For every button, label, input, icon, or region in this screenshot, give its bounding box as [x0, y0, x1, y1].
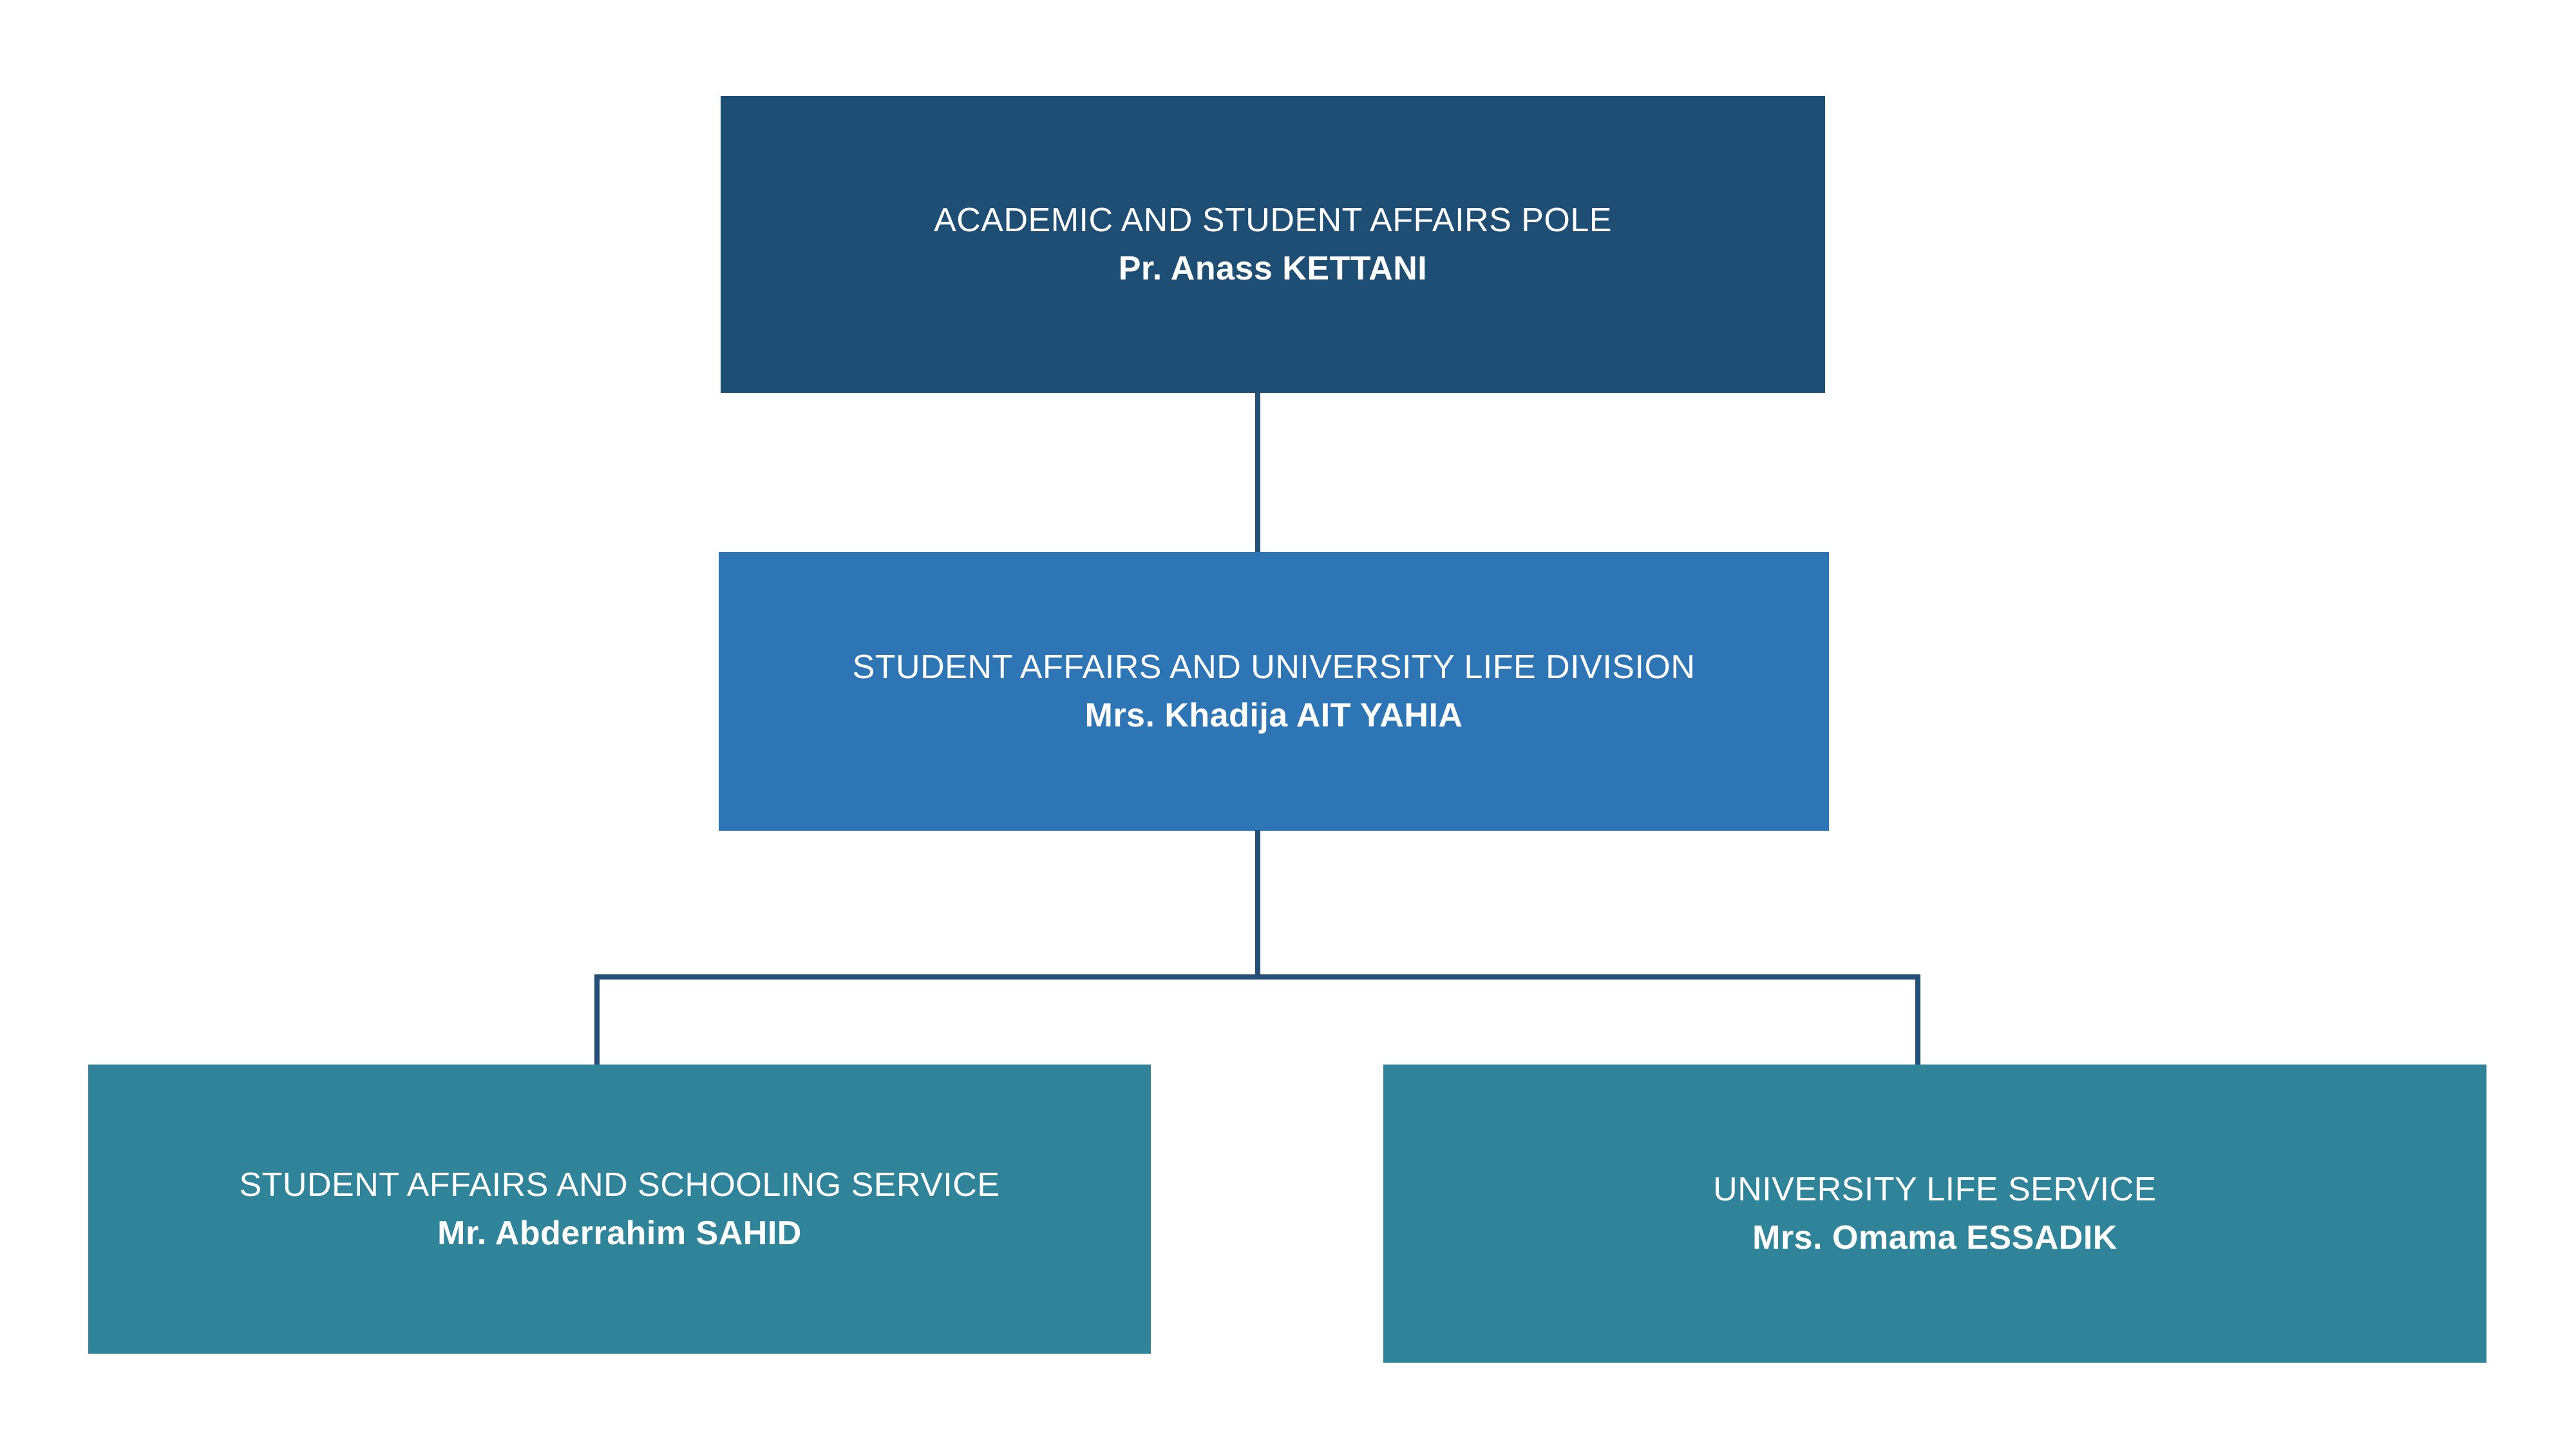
- connector-rail: [594, 974, 1920, 980]
- connector-rail-to-service-university-life: [1915, 974, 1920, 1065]
- org-node-division-title: STUDENT AFFAIRS AND UNIVERSITY LIFE DIVI…: [852, 648, 1696, 686]
- org-node-pole: ACADEMIC AND STUDENT AFFAIRS POLE Pr. An…: [721, 96, 1825, 393]
- org-node-service-schooling: STUDENT AFFAIRS AND SCHOOLING SERVICE Mr…: [88, 1065, 1151, 1354]
- connector-division-to-rail: [1255, 830, 1260, 977]
- org-node-service-schooling-person: Mr. Abderrahim SAHID: [437, 1214, 802, 1252]
- org-node-pole-person: Pr. Anass KETTANI: [1118, 249, 1428, 287]
- connector-pole-to-division: [1255, 392, 1260, 553]
- org-node-service-schooling-title: STUDENT AFFAIRS AND SCHOOLING SERVICE: [239, 1166, 1000, 1204]
- org-node-service-university-life: UNIVERSITY LIFE SERVICE Mrs. Omama ESSAD…: [1383, 1065, 2486, 1363]
- org-node-pole-title: ACADEMIC AND STUDENT AFFAIRS POLE: [934, 201, 1612, 239]
- org-node-division-person: Mrs. Khadija AIT YAHIA: [1084, 696, 1463, 734]
- org-node-service-university-life-title: UNIVERSITY LIFE SERVICE: [1713, 1170, 2157, 1208]
- org-node-service-university-life-person: Mrs. Omama ESSADIK: [1752, 1218, 2117, 1256]
- org-node-division: STUDENT AFFAIRS AND UNIVERSITY LIFE DIVI…: [719, 552, 1829, 831]
- connector-rail-to-service-schooling: [594, 974, 600, 1065]
